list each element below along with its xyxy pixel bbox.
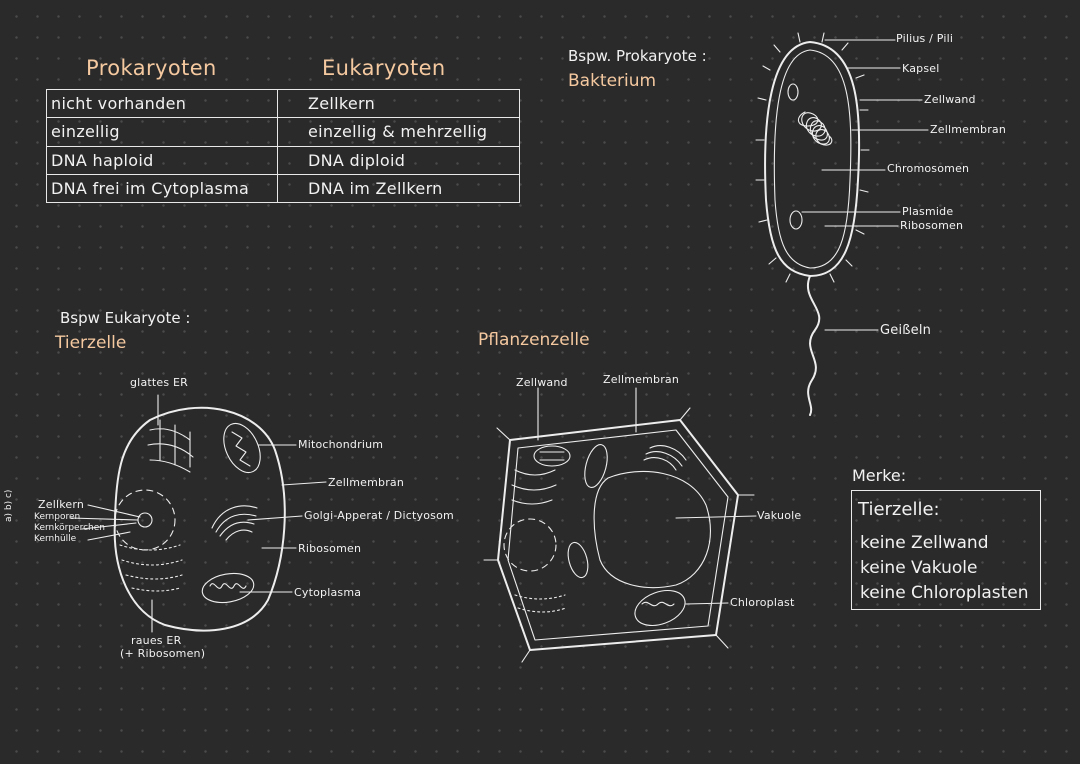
label-plant-membrane: Zellmembran <box>603 373 680 386</box>
label-pili: Pilius / Pili <box>896 32 954 45</box>
label-rough-er: raues ER <box>131 634 182 647</box>
label-chloroplast: Chloroplast <box>730 596 795 609</box>
label-cell-wall: Zellwand <box>924 93 976 106</box>
label-rough-er-note: (+ Ribosomen) <box>120 647 206 660</box>
label-ribosomes: Ribosomen <box>900 219 964 232</box>
animal-cell-drawing <box>69 394 327 633</box>
label-chromosomes: Chromosomen <box>887 162 970 175</box>
label-side-marks: a) b) c) <box>4 489 14 522</box>
merke-item: keine Chloroplasten <box>860 583 1029 603</box>
label-animal-membrane: Zellmembran <box>328 476 405 489</box>
merke-box-title: Tierzelle: <box>858 499 940 520</box>
table-cell: DNA im Zellkern <box>277 173 520 204</box>
label-vacuole: Vakuole <box>757 509 802 522</box>
merke-item: keine Zellwand <box>860 533 989 553</box>
label-cytoplasm: Cytoplasma <box>294 586 362 599</box>
label-golgi: Golgi-Apperat / Dictyosom <box>304 509 454 522</box>
bacterium-subtitle: Bakterium <box>568 71 657 91</box>
comparison-table: nicht vorhanden Zellkern einzellig einze… <box>46 88 520 204</box>
label-flagella: Geißeln <box>880 323 932 338</box>
animal-cell-title: Bspw Eukaryote : <box>60 309 191 327</box>
label-nuclear-envelope: Kernhülle <box>34 534 77 544</box>
label-nucleolus: Kernkörperchen <box>34 523 105 533</box>
bacterium-title: Bspw. Prokaryote : <box>568 47 707 65</box>
table-header-eukaryotes: Eukaryoten <box>322 56 446 80</box>
label-nuclear-pores: Kernporen <box>34 512 81 522</box>
label-capsule: Kapsel <box>902 62 940 75</box>
animal-cell-subtitle: Tierzelle <box>55 333 127 353</box>
table-cell: DNA frei im Cytoplasma <box>46 173 278 204</box>
bacterium-drawing <box>755 32 929 416</box>
table-cell: nicht vorhanden <box>46 88 278 119</box>
label-plasmids: Plasmide <box>902 205 954 218</box>
label-nucleus: Zellkern <box>38 498 85 511</box>
plant-cell-title: Pflanzenzelle <box>478 330 590 350</box>
table-row: DNA frei im Cytoplasma DNA im Zellkern <box>46 173 520 204</box>
table-header-prokaryotes: Prokaryoten <box>86 56 217 80</box>
label-mitochondrium: Mitochondrium <box>298 438 384 451</box>
label-smooth-er: glattes ER <box>130 376 188 389</box>
plant-cell-drawing <box>483 387 757 663</box>
table-cell: DNA diploid <box>277 145 520 175</box>
label-cell-membrane: Zellmembran <box>930 123 1007 136</box>
merke-box: Tierzelle: keine Zellwand keine Vakuole … <box>851 490 1041 610</box>
merke-item: keine Vakuole <box>860 558 978 578</box>
label-animal-ribosomes: Ribosomen <box>298 542 362 555</box>
label-plant-wall: Zellwand <box>516 376 568 389</box>
table-cell: einzellig <box>46 117 278 147</box>
merke-title: Merke: <box>852 466 907 485</box>
